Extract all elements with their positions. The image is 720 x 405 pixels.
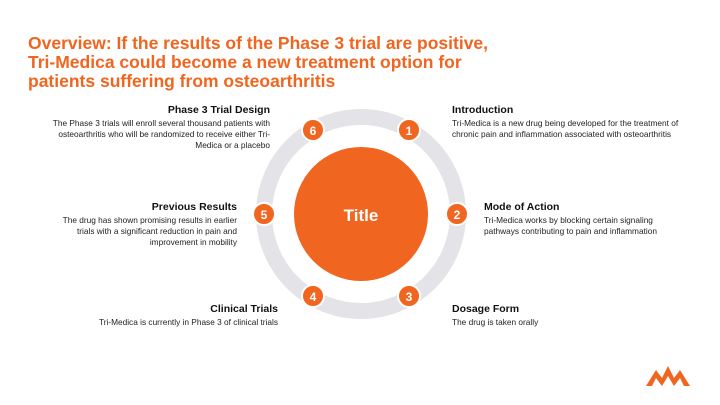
node-3: 3 <box>397 284 421 308</box>
node-6-circle <box>301 118 325 142</box>
node-5-text: The drug has shown promising results in … <box>62 215 237 247</box>
node-3-text: The drug is taken orally <box>452 317 539 327</box>
node-3-heading: Dosage Form <box>452 303 520 315</box>
node-1-circle <box>397 118 421 142</box>
hub-circle <box>294 147 428 281</box>
node-5-heading: Previous Results <box>151 201 237 213</box>
hub-label: Title <box>344 206 379 225</box>
node-4-block: Clinical Trials Tri-Medica is currently … <box>60 303 278 328</box>
node-2-text: Tri-Medica works by blocking certain sig… <box>484 215 657 236</box>
node-6-text: The Phase 3 trials will enroll several t… <box>52 118 270 150</box>
node-4-number: 4 <box>310 290 317 304</box>
node-5: 5 <box>252 202 276 226</box>
node-3-block: Dosage Form The drug is taken orally <box>452 303 672 328</box>
slide-title: Overview: If the results of the Phase 3 … <box>28 34 548 91</box>
node-5-circle <box>252 202 276 226</box>
node-6-heading: Phase 3 Trial Design <box>167 104 270 116</box>
node-1-number: 1 <box>406 124 413 138</box>
node-1-block: Introduction Tri-Medica is a new drug be… <box>452 104 690 140</box>
title-line-1: Overview: If the results of the Phase 3 … <box>28 33 489 53</box>
node-2-number: 2 <box>454 208 461 222</box>
node-4-heading: Clinical Trials <box>210 303 278 315</box>
node-4-text: Tri-Medica is currently in Phase 3 of cl… <box>98 317 278 327</box>
node-2-block: Mode of Action Tri-Medica works by block… <box>484 201 684 237</box>
node-2: 2 <box>445 202 469 226</box>
node-6-block: Phase 3 Trial Design The Phase 3 trials … <box>50 104 270 151</box>
node-4: 4 <box>301 284 325 308</box>
node-3-circle <box>397 284 421 308</box>
node-6-number: 6 <box>310 124 317 138</box>
title-line-2: Tri-Medica could become a new treatment … <box>28 52 462 72</box>
node-1-heading: Introduction <box>452 104 514 116</box>
node-2-circle <box>445 202 469 226</box>
node-5-block: Previous Results The drug has shown prom… <box>44 201 237 248</box>
node-1: 1 <box>397 118 421 142</box>
node-5-number: 5 <box>261 208 268 222</box>
node-2-heading: Mode of Action <box>484 201 560 213</box>
tri-medica-logo-icon <box>646 366 690 386</box>
node-1-text: Tri-Medica is a new drug being developed… <box>452 118 679 139</box>
node-6: 6 <box>301 118 325 142</box>
title-line-3: patients suffering from osteoarthritis <box>28 71 336 91</box>
node-3-number: 3 <box>406 290 413 304</box>
node-4-circle <box>301 284 325 308</box>
